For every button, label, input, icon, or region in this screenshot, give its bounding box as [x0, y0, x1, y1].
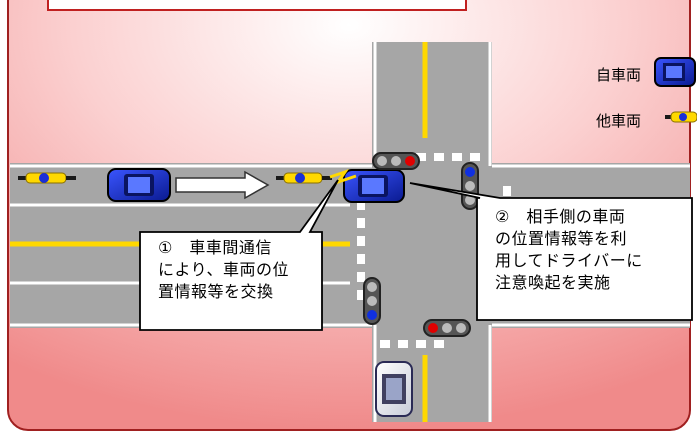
car-icon — [375, 361, 413, 417]
traffic-signal-icon — [372, 152, 420, 170]
legend-other-vehicle-label: 他車両 — [596, 112, 642, 130]
callout-2-line: 注意喚起を実施 — [495, 273, 611, 292]
traffic-signal-icon — [363, 277, 381, 325]
callout-1-shape — [139, 179, 339, 331]
callout-2-line: 用してドライバーに — [495, 251, 643, 270]
car-icon — [343, 169, 405, 203]
callout-1-line: により、車両の位 — [158, 260, 290, 279]
vertical-road — [372, 42, 492, 422]
legend-own-vehicle-label: 自車両 — [596, 66, 642, 84]
car-icon — [107, 168, 171, 202]
callout-2-line: の位置情報等を利 — [495, 229, 628, 248]
motorcycle-icon — [18, 172, 76, 184]
callout-1-text: ① 車車間通信 により、車両の位 置情報等を交換 — [158, 237, 289, 303]
callout-2-shape — [409, 182, 693, 321]
crosswalk-left — [357, 200, 365, 300]
traffic-signal-icon — [461, 162, 479, 210]
arrow-icon — [175, 170, 270, 200]
title-box — [47, 0, 467, 11]
crosswalk-bottom — [380, 340, 444, 348]
traffic-signal-icon — [423, 319, 471, 337]
callout-1-line: ① 車車間通信 — [158, 238, 272, 257]
callout-2-text: ② 相手側の車両 の位置情報等を利 用してドライバーに 注意喚起を実施 — [495, 206, 643, 294]
callout-2-line: ② 相手側の車両 — [495, 207, 626, 226]
motorcycle-icon — [276, 172, 332, 184]
car-icon — [654, 57, 696, 87]
wireless-bolt-icon — [329, 169, 357, 185]
callout-1-line: 置情報等を交換 — [158, 282, 274, 301]
motorcycle-icon — [665, 111, 697, 123]
